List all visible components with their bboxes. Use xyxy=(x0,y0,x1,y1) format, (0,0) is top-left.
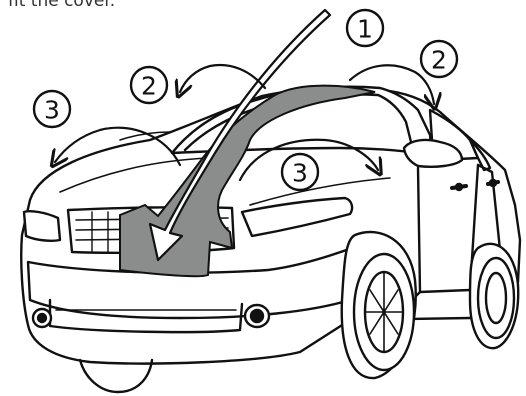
step-badge-2-left-number: 2 xyxy=(141,72,157,101)
step-badge-2-left: 2 xyxy=(131,67,167,103)
step-badge-3-center-number: 3 xyxy=(292,159,308,188)
step-badge-2-right-number: 2 xyxy=(431,46,447,75)
step-badge-1: 1 xyxy=(347,10,383,46)
step-badge-3-center: 3 xyxy=(282,154,318,190)
car-outline xyxy=(21,87,520,392)
step-badge-3-left-number: 3 xyxy=(44,96,60,125)
step-badge-3-left: 3 xyxy=(34,91,70,127)
step-badge-2-right: 2 xyxy=(421,41,457,77)
step-badge-1-number: 1 xyxy=(357,15,373,44)
